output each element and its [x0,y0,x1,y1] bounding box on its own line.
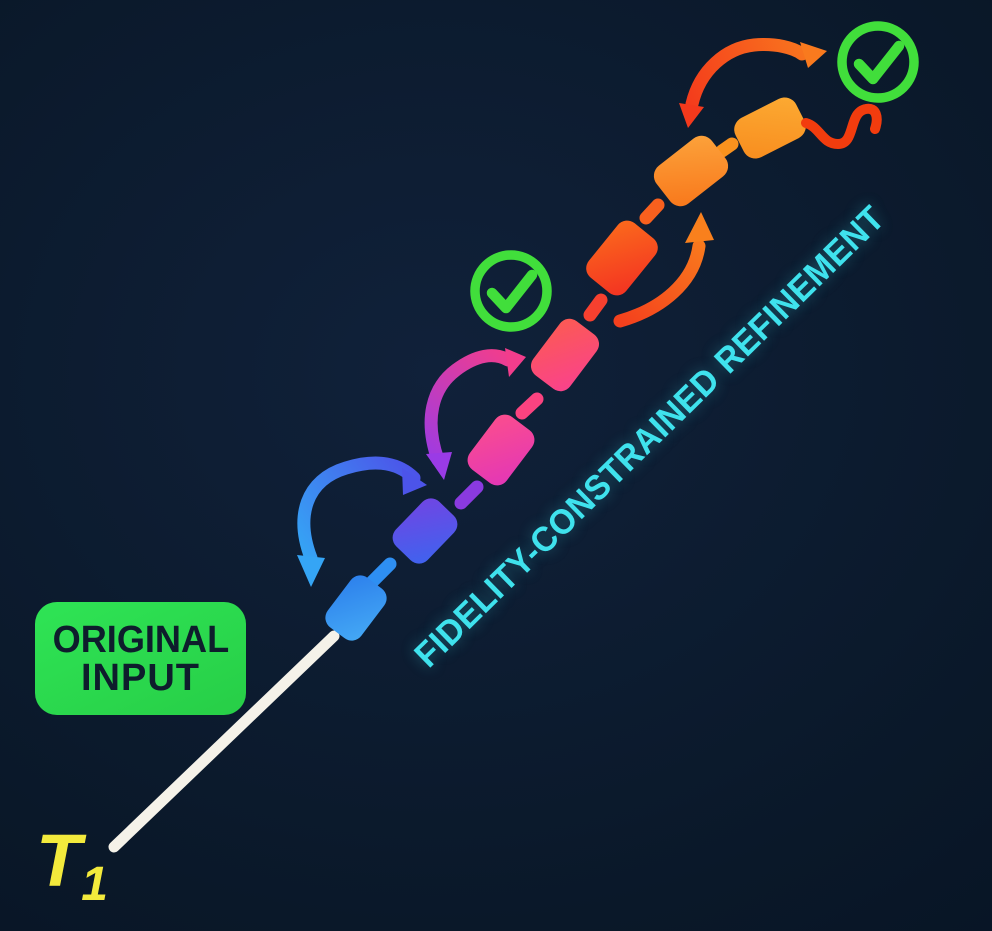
chain-dash-3 [515,392,544,420]
refinement-chain [325,97,806,641]
check-icon-2 [837,21,919,103]
chain-node-6 [653,135,729,207]
loop-arrow-blue [297,456,427,587]
original-input-line2: INPUT [81,656,200,699]
loop-arrow-top-head-down [679,103,704,128]
chain-node-7 [734,97,806,159]
t1-symbol: T [36,819,82,902]
chain-dash-4 [583,293,608,322]
loop-arrow-magenta-head-right [505,348,526,377]
loop-arrow-magenta [424,348,526,480]
chain-node-3 [467,414,535,486]
loop-arrow-magenta-head-down [426,452,452,480]
loop-arrow-top-head-right [800,42,827,68]
t1-label: T1 [36,824,108,909]
timeline-line [108,630,340,853]
chain-node-2 [392,498,458,564]
progress-arrow-orange [613,212,714,328]
chain-node-1 [325,575,387,641]
original-input-line1: ORIGINAL [52,618,229,661]
loop-arrow-blue-head-right [402,468,427,495]
progress-arrow-orange-head [685,212,714,243]
chain-node-5 [586,220,658,296]
chain-dash-1 [365,557,397,589]
check-icon-1 [470,250,552,332]
t1-subscript: 1 [81,858,108,911]
loop-arrow-top [679,38,827,128]
loop-arrow-blue-head-down [297,555,325,587]
chain-dash-6 [715,137,739,158]
chain-node-4 [530,318,600,392]
chain-dash-2 [454,480,484,510]
original-input-box: ORIGINAL INPUT [35,602,246,715]
squiggle-connector [801,103,882,150]
chain-dash-5 [639,198,665,225]
